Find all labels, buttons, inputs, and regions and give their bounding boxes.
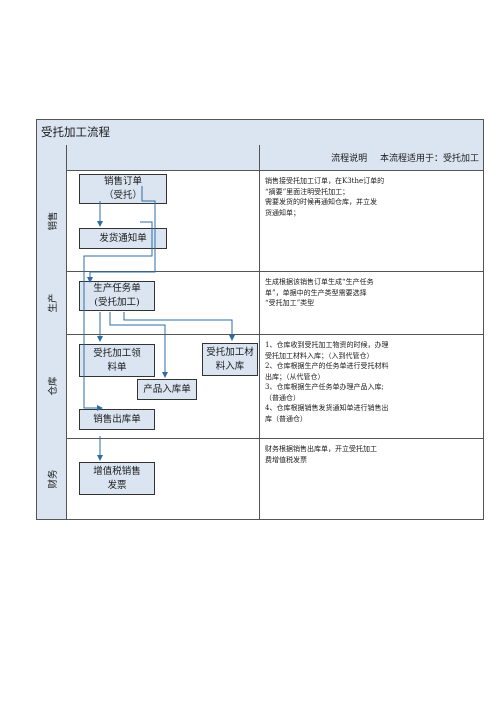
- sales-order-box[interactable]: 销售订单（受托）: [79, 174, 167, 204]
- lane-label: 财务: [37, 438, 67, 519]
- production-task-box[interactable]: 生产任务单(受托加工): [79, 281, 155, 311]
- page-title: 受托加工流程: [41, 125, 110, 139]
- lane-warehouse: 仓库 受托加工领料单 受托加工材料入库 产品入库单 销售出库单 1、仓库收到受托…: [36, 334, 484, 439]
- lane-description: 财务根据销售出库单，开立受托加工 费增值税发票: [265, 445, 377, 464]
- title-row: 受托加工流程: [36, 119, 484, 146]
- lane-label: 生产: [37, 271, 67, 334]
- lane-sales: 销售 销售订单（受托） 发货通知单 销售接受托加工订单，在K3the订单的 “摘…: [36, 170, 484, 272]
- description-header: 流程说明 本流程适用于：受托加工: [331, 151, 479, 164]
- product-receipt-box[interactable]: 产品入库单: [137, 379, 197, 400]
- lane-finance: 财务 增值税销售发票 财务根据销售出库单，开立受托加工 费增值税发票: [36, 438, 484, 520]
- lane-description: 销售接受托加工订单，在K3the订单的 “摘要”里面注明受托加工； 需要发货的时…: [265, 177, 385, 217]
- material-issue-box[interactable]: 受托加工领料单: [79, 344, 155, 377]
- flow-note-label: 流程说明: [331, 154, 368, 164]
- delivery-notice-box[interactable]: 发货通知单: [79, 228, 167, 249]
- vat-invoice-box[interactable]: 增值税销售发票: [79, 462, 155, 495]
- lane-label: 仓库: [37, 334, 67, 438]
- lane-description: 生成根据该销售订单生成“生产任务 单”，单据中的生产类型需要选择 “受托加工”类…: [265, 278, 374, 307]
- lane-production: 生产 生产任务单(受托加工) 生成根据该销售订单生成“生产任务 单”，单据中的生…: [36, 271, 484, 335]
- header-row: 流程说明 本流程适用于：受托加工: [36, 145, 484, 171]
- sales-outbound-box[interactable]: 销售出库单: [79, 409, 155, 430]
- scope-text: 本流程适用于：受托加工: [379, 154, 479, 164]
- lane-label: 销售: [37, 170, 67, 271]
- material-receipt-box[interactable]: 受托加工材料入库: [202, 343, 258, 376]
- lane-description: 1、仓库收到受托加工物资的时候，办理 受托加工材料入库；（入到代管仓） 2、仓库…: [265, 341, 389, 423]
- flow-sheet: 受托加工流程 流程说明 本流程适用于：受托加工 销售 销售订单（受托） 发货通知…: [36, 119, 484, 520]
